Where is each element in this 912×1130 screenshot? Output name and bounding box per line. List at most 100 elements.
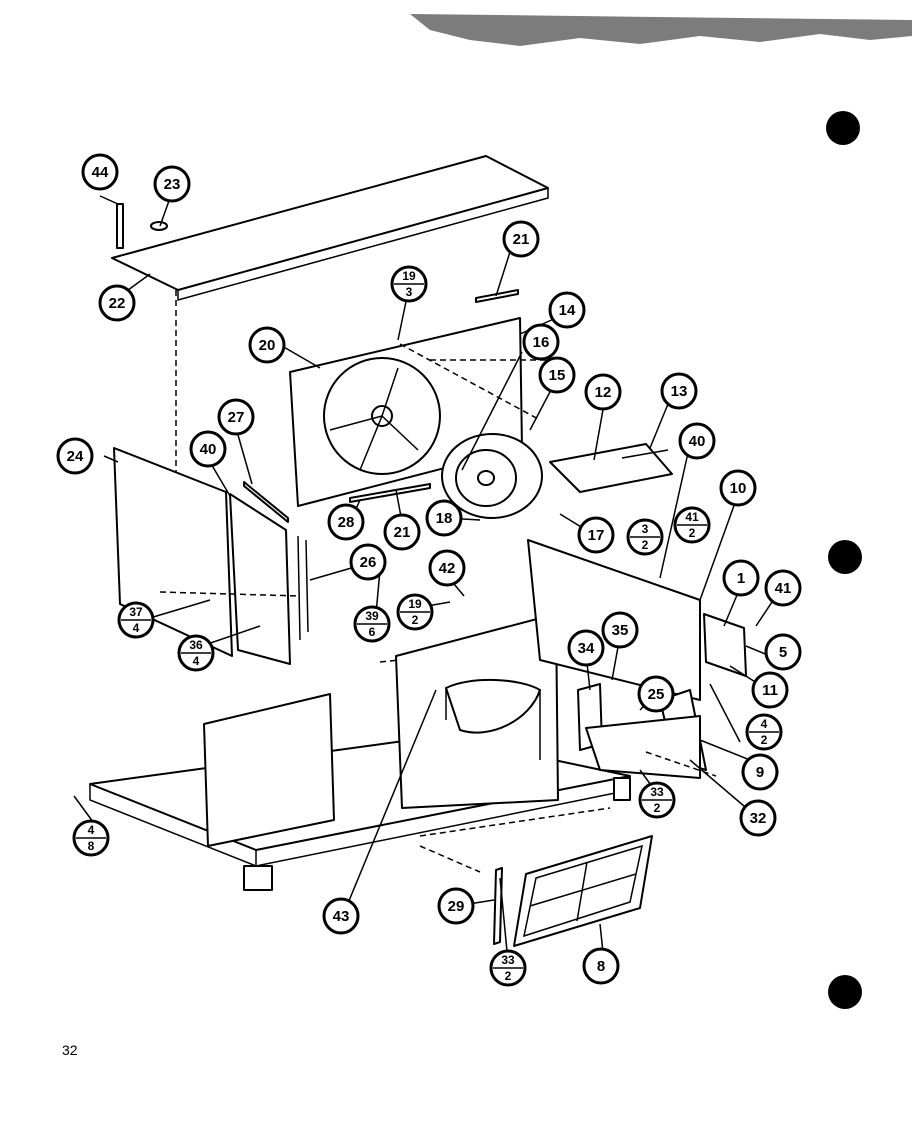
svg-text:2: 2 (654, 801, 661, 815)
callout-22: 22 (98, 284, 136, 322)
callout-18: 18 (425, 499, 463, 537)
svg-text:2: 2 (642, 538, 649, 552)
svg-text:29: 29 (448, 898, 465, 915)
callout-19-2: 19 2 (396, 593, 434, 631)
callout-19-3: 19 3 (390, 265, 428, 303)
svg-text:41: 41 (685, 510, 699, 524)
callout-8: 8 (582, 947, 620, 985)
svg-text:4: 4 (761, 717, 768, 731)
screw-44 (116, 203, 124, 249)
callout-17: 17 (577, 516, 615, 554)
callout-40-right: 40 (678, 422, 716, 460)
callout-37-4: 37 4 (117, 601, 155, 639)
bracket-9 (585, 715, 701, 779)
svg-text:12: 12 (595, 384, 612, 401)
callout-34: 34 (567, 629, 605, 667)
callout-40-left: 40 (189, 430, 227, 468)
callout-21-top: 21 (502, 220, 540, 258)
plug-23 (150, 221, 168, 231)
svg-text:20: 20 (259, 337, 276, 354)
callout-25: 25 (637, 675, 675, 713)
svg-text:33: 33 (501, 953, 515, 967)
svg-text:43: 43 (333, 908, 350, 925)
callout-43: 43 (322, 897, 360, 935)
callout-29: 29 (437, 887, 475, 925)
callout-3-2: 3 2 (626, 518, 664, 556)
svg-text:33: 33 (650, 785, 664, 799)
svg-text:3: 3 (642, 522, 649, 536)
svg-text:8: 8 (597, 958, 605, 975)
svg-text:13: 13 (671, 383, 688, 400)
binder-hole-bottom (828, 975, 862, 1009)
svg-text:40: 40 (689, 433, 706, 450)
binder-hole-middle (828, 540, 862, 574)
callout-24: 24 (56, 437, 94, 475)
callout-4-8: 4 8 (72, 819, 110, 857)
callout-26: 26 (349, 543, 387, 581)
svg-text:10: 10 (730, 480, 747, 497)
callout-41-2: 41 2 (673, 506, 711, 544)
callout-36-4: 36 4 (177, 634, 215, 672)
svg-text:23: 23 (164, 176, 181, 193)
svg-text:14: 14 (559, 302, 576, 319)
callout-20: 20 (248, 326, 286, 364)
svg-text:19: 19 (408, 597, 422, 611)
air-filter (513, 835, 653, 947)
svg-text:1: 1 (737, 570, 745, 587)
svg-text:25: 25 (648, 686, 665, 703)
strip-21-mid (349, 483, 431, 503)
strip-21-top (475, 289, 519, 303)
filter-strip-29 (493, 867, 503, 945)
svg-text:34: 34 (578, 640, 595, 657)
callout-9: 9 (741, 753, 779, 791)
svg-text:4: 4 (193, 654, 200, 668)
svg-text:41: 41 (775, 580, 792, 597)
svg-text:2: 2 (505, 969, 512, 983)
svg-text:21: 21 (513, 231, 530, 248)
svg-text:5: 5 (779, 644, 787, 661)
callout-33-2-bottom: 33 2 (489, 949, 527, 987)
svg-text:40: 40 (200, 441, 217, 458)
callout-5: 5 (764, 633, 802, 671)
callout-4-2: 4 2 (745, 713, 783, 751)
svg-text:2: 2 (761, 733, 768, 747)
base-foot-left (243, 865, 273, 891)
svg-text:3: 3 (406, 285, 413, 299)
svg-text:37: 37 (129, 605, 143, 619)
callout-35: 35 (601, 611, 639, 649)
svg-text:22: 22 (109, 295, 126, 312)
svg-text:9: 9 (756, 764, 764, 781)
scan-edge-noise (410, 14, 912, 46)
callout-14: 14 (548, 291, 586, 329)
svg-text:15: 15 (549, 367, 566, 384)
svg-text:17: 17 (588, 527, 605, 544)
callout-32: 32 (739, 799, 777, 837)
callout-33-2-right: 33 2 (638, 781, 676, 819)
svg-text:6: 6 (369, 625, 376, 639)
svg-text:42: 42 (439, 560, 456, 577)
svg-text:16: 16 (533, 334, 550, 351)
callout-21-mid: 21 (383, 513, 421, 551)
callout-41: 41 (764, 569, 802, 607)
callout-1: 1 (722, 559, 760, 597)
svg-text:27: 27 (228, 409, 245, 426)
base-foot-right (613, 777, 631, 801)
svg-text:26: 26 (360, 554, 377, 571)
svg-text:18: 18 (436, 510, 453, 527)
svg-text:32: 32 (750, 810, 767, 827)
partition-panel (229, 493, 291, 665)
callout-23: 23 (153, 165, 191, 203)
svg-text:8: 8 (88, 839, 95, 853)
svg-text:11: 11 (762, 682, 778, 699)
callout-39-6: 39 6 (353, 605, 391, 643)
svg-text:4: 4 (88, 823, 95, 837)
page-number: 32 (62, 1042, 78, 1058)
baffle-27 (243, 481, 289, 523)
callout-27: 27 (217, 398, 255, 436)
svg-text:39: 39 (365, 609, 379, 623)
bracket-12 (549, 443, 673, 493)
callout-42: 42 (428, 549, 466, 587)
callout-15: 15 (538, 356, 576, 394)
